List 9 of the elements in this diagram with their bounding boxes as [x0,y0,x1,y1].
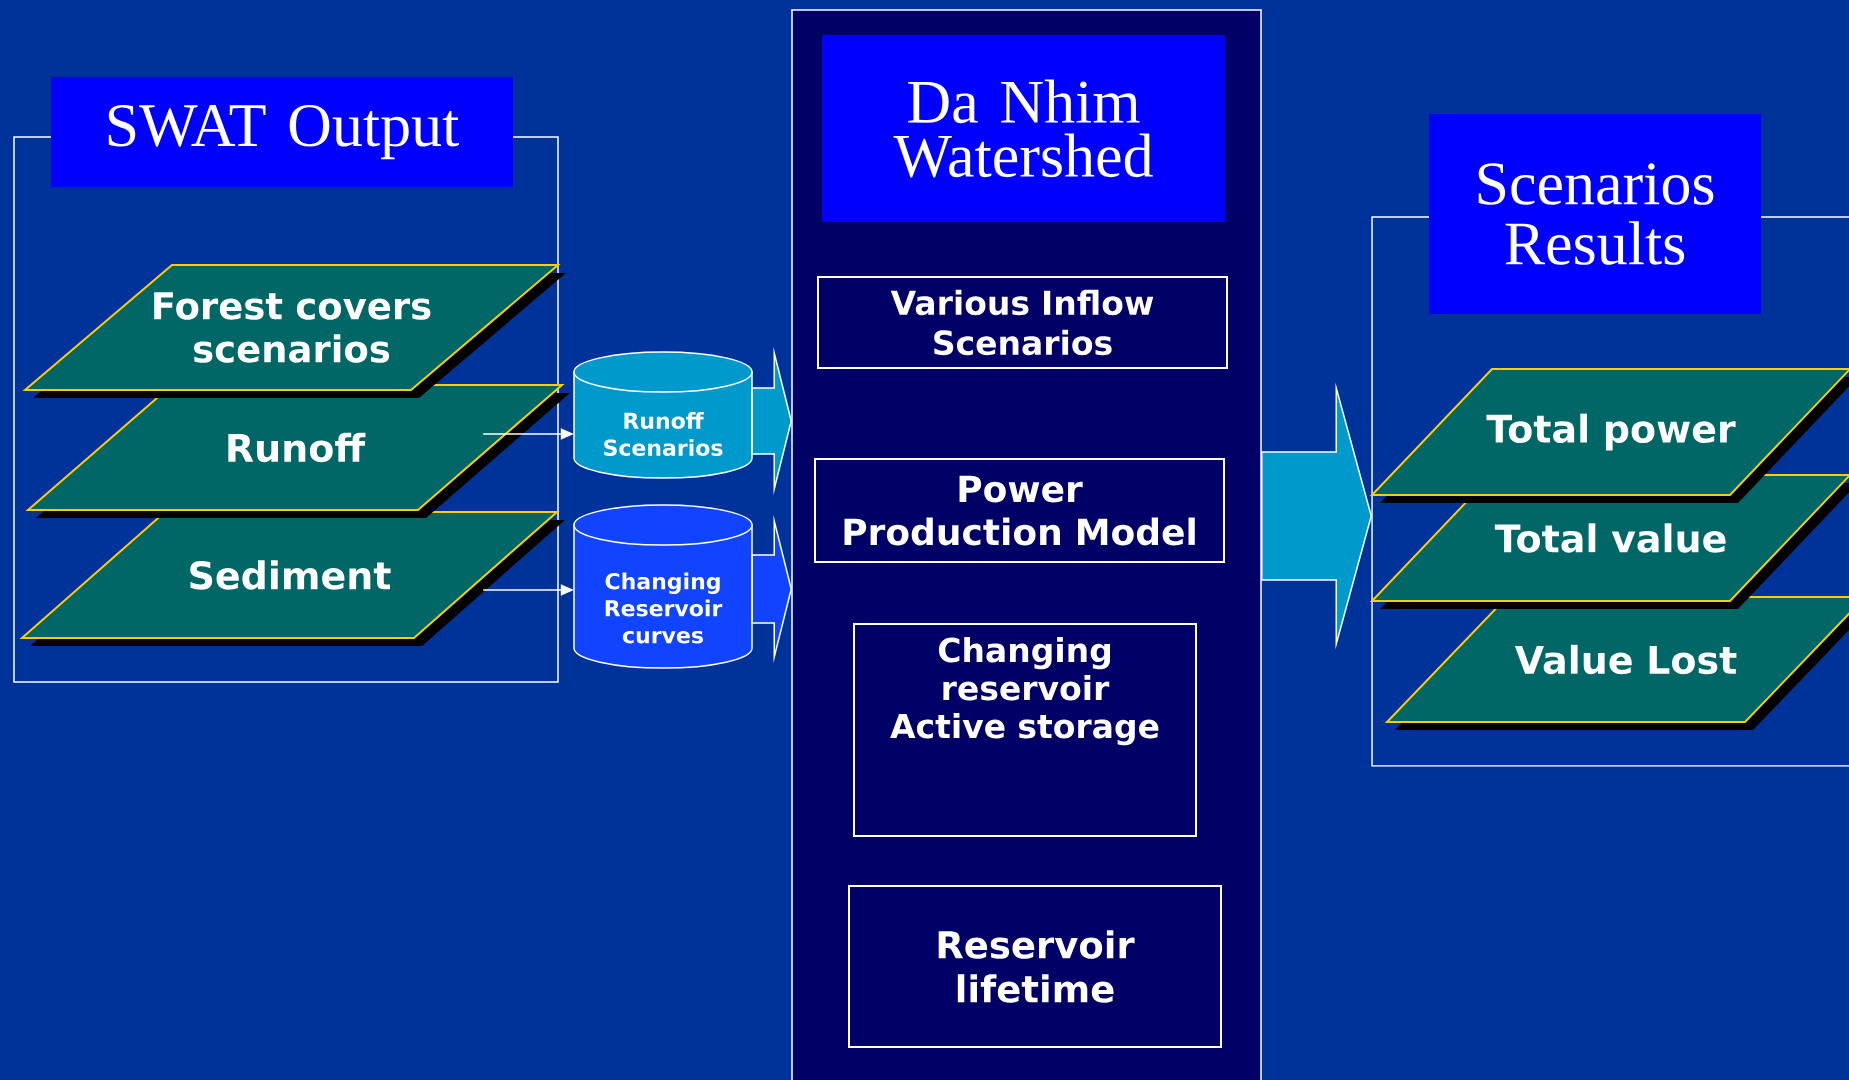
cylinder: Runoff Scenarios [573,351,753,479]
text-box: Power Production Model [814,458,1225,563]
text-box: Various Inflow Scenarios [817,276,1228,369]
text-box: Reservoir lifetime [848,885,1222,1048]
heading-box: Da Nhim Watershed [822,35,1225,222]
heading-box: SWAT Output [51,77,513,187]
cylinder: Changing Reservoir curves [573,504,753,669]
heading-box: Scenarios Results [1429,114,1761,314]
text-box: Changing reservoir Active storage [853,623,1197,837]
